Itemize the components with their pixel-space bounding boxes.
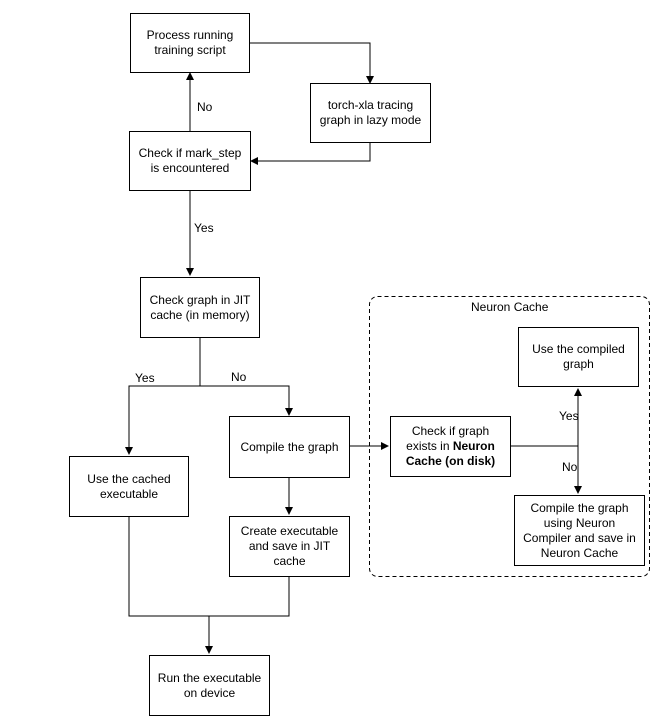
node-check-jit-cache: Check graph in JIT cache (in memory) <box>140 277 260 338</box>
node-run-executable: Run the executable on device <box>149 655 270 716</box>
edge-jit-yes-to-use-cached <box>125 385 200 455</box>
node-create-executable: Create executable and save in JIT cache <box>229 516 350 577</box>
node-use-compiled-graph: Use the compiled graph <box>518 327 639 387</box>
edge-process-to-tracing <box>250 42 374 84</box>
node-check-mark-step: Check if mark_step is encountered <box>129 131 251 191</box>
edge-jit-no-to-compile <box>200 385 293 416</box>
node-use-cached-executable: Use the cached executable <box>69 456 189 517</box>
edge-label-no-jit: No <box>231 370 247 384</box>
check-neuron-text: Check if graph exists in Neuron Cache (o… <box>395 424 506 469</box>
node-process: Process running training script <box>130 13 250 73</box>
node-compile-neuron: Compile the graph using Neuron Compiler … <box>514 495 645 566</box>
edge-label-no-neuron: No <box>562 460 578 474</box>
neuron-cache-group-border <box>369 296 650 577</box>
neuron-cache-title: Neuron Cache <box>471 300 549 314</box>
edge-label-yes-mark: Yes <box>194 221 214 235</box>
check-neuron-text-bold: Neuron Cache (on disk) <box>405 439 496 468</box>
node-compile-graph: Compile the graph <box>229 416 350 478</box>
edge-label-yes-jit: Yes <box>135 371 155 385</box>
edge-label-no-top: No <box>197 100 213 114</box>
node-tracing: torch-xla tracing graph in lazy mode <box>310 83 431 143</box>
edge-label-yes-neuron: Yes <box>559 409 579 423</box>
check-neuron-text-plain: Check if graph exists in <box>406 424 490 453</box>
node-check-neuron-cache: Check if graph exists in Neuron Cache (o… <box>390 416 511 477</box>
edge-tracing-to-check-mark <box>250 143 371 165</box>
